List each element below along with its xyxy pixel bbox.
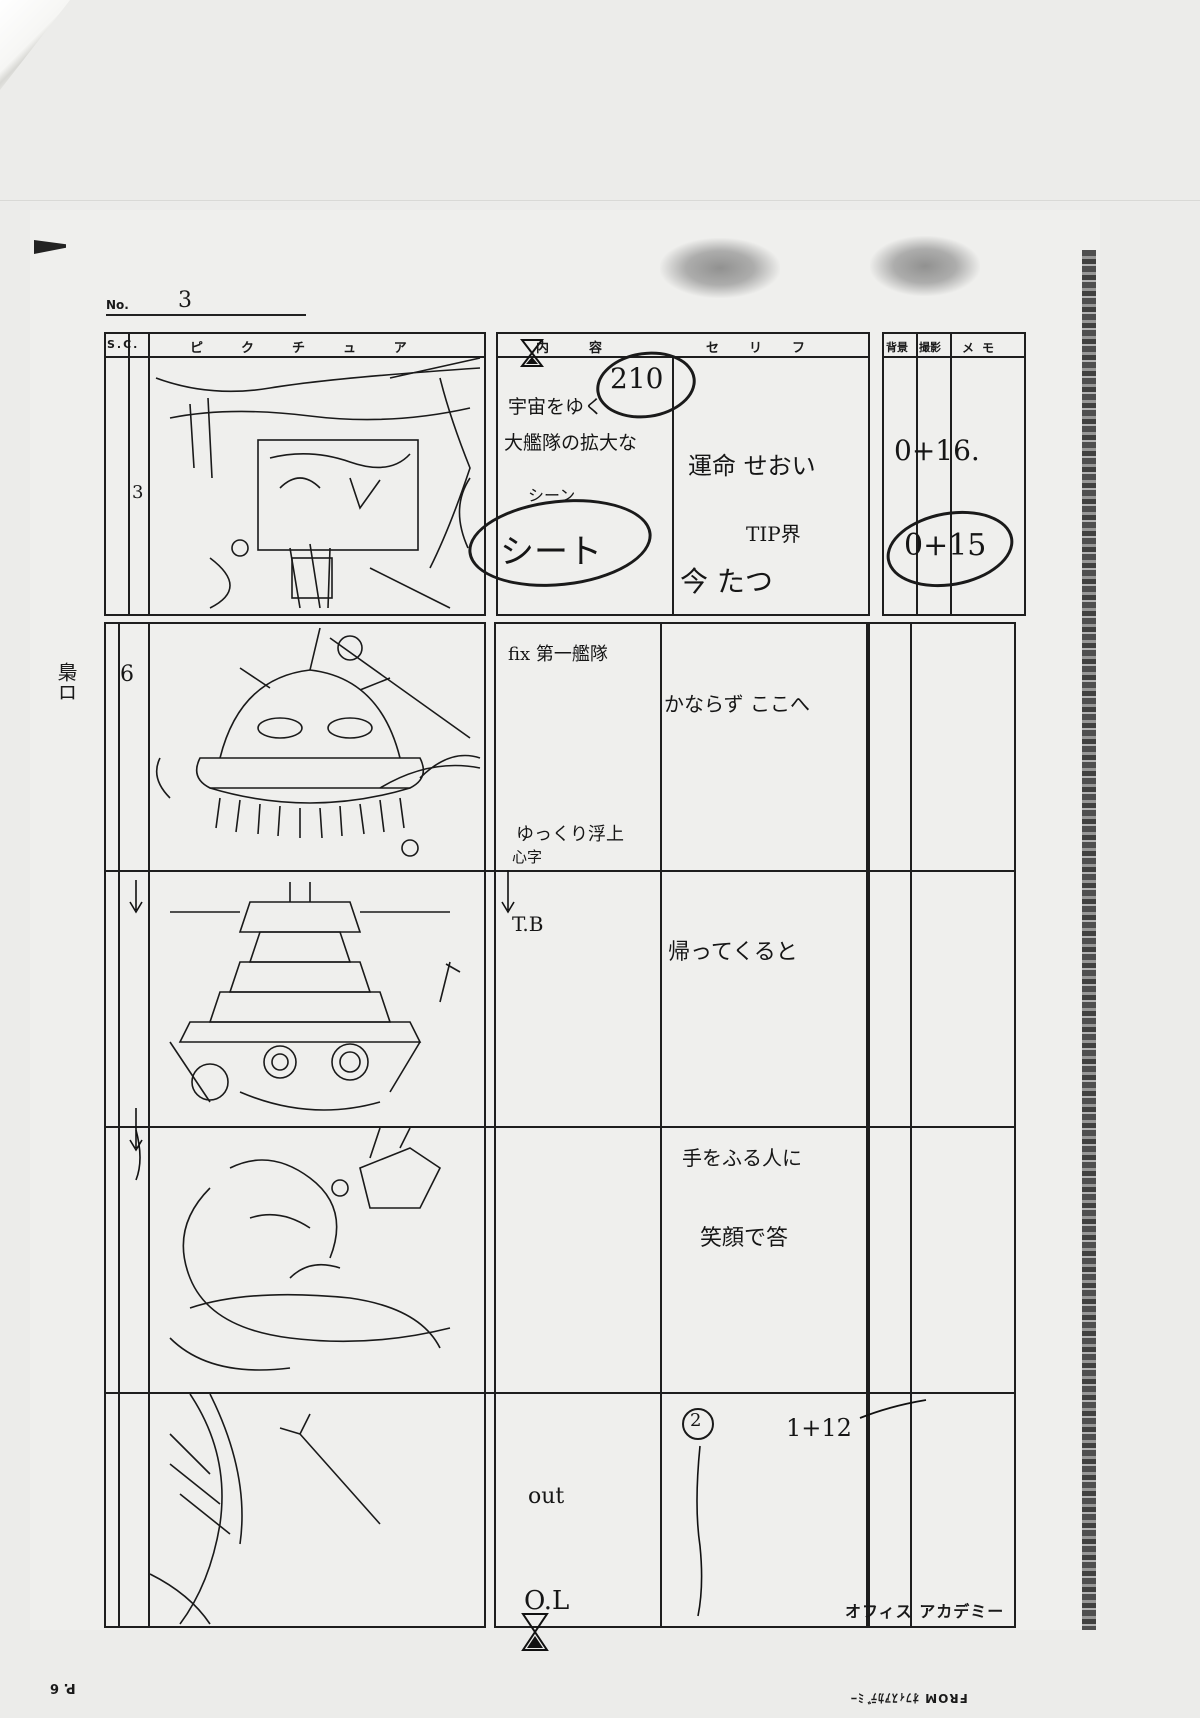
cut-1-sc-number: 3 (132, 482, 144, 503)
cut-7-sketch-tower (169, 882, 461, 1111)
row-divider (104, 870, 1016, 872)
cut-1-dialogue-line: TIP界 (746, 522, 801, 546)
header-sc: S.C. (107, 338, 140, 351)
cut-9-sketch-exit (149, 1393, 381, 1625)
header-divider (496, 356, 870, 358)
cut-1-memo-circled: 0+15 (904, 528, 987, 563)
cut-6-sketch-dome-ship (155, 627, 481, 857)
memo-column-frame-lower (866, 622, 1016, 1628)
row-divider (104, 1126, 1016, 1128)
header-content: 内容 (536, 341, 643, 356)
cut-1-memo: 0+16. (894, 434, 980, 467)
picture-column-frame (104, 332, 486, 616)
memo-column-frame (882, 332, 1026, 616)
transition-hourglass-icon (520, 339, 544, 367)
hold-line (696, 1445, 703, 1617)
sheet-number-label: No. (106, 298, 306, 316)
sc-divider (128, 332, 130, 616)
content-column-frame (496, 332, 870, 616)
sheet-number-value: 3 (178, 288, 192, 313)
cut-9-dialogue-circled: 2 (690, 1410, 702, 1431)
row-divider (104, 1392, 1016, 1394)
side-margin-note: 梟ロ (54, 662, 78, 702)
sc-divider (148, 332, 150, 616)
transition-hourglass-icon (521, 1613, 549, 1651)
toner-smear (660, 238, 780, 298)
cut-7-dialogue-line: 帰ってくると (668, 940, 798, 965)
picture-column-frame-lower (104, 622, 486, 1628)
content-dialogue-divider (672, 356, 674, 616)
memo-divider (950, 332, 952, 616)
cut-8-dialogue-line: 笑顔で答 (700, 1226, 789, 1251)
cut-6-sc-number: 6 (120, 662, 134, 687)
header-camera: 撮影 (919, 341, 941, 354)
cut-1-content-line: 宇宙をゆく (508, 396, 604, 418)
header-background: 背景 (886, 341, 908, 354)
cut-1-content-line: シーン (528, 486, 576, 505)
cut-1-dialogue-line: 運命 せおい (688, 452, 816, 480)
sc-divider (118, 622, 120, 1628)
header-dialogue: セリフ (706, 341, 836, 356)
page-curl (0, 0, 70, 90)
timing-arrow-icon (501, 870, 515, 914)
memo-divider (910, 622, 912, 1628)
header-divider (882, 356, 1026, 358)
cut-9-content-line: out (528, 1484, 565, 1509)
cut-9-dialogue-line: 1+12 (786, 1414, 852, 1442)
sc-divider (148, 622, 150, 1628)
cut-7-content-line: T.B (512, 912, 544, 936)
cut-1-dialogue-line: 今 たつ (680, 565, 773, 598)
cut-8-sketch-swirl (169, 1127, 451, 1371)
cut-6-content-line: ゆっくり浮上 (516, 824, 624, 845)
content-column-frame-lower (494, 622, 870, 1628)
header-divider (104, 356, 486, 358)
cut-6-content-line: fix 第一艦隊 (508, 644, 608, 665)
timing-arrows (129, 880, 143, 1181)
cut-9-content-line: O.L (524, 1586, 570, 1616)
cut-8-dialogue-line: 手をふる人に (682, 1146, 802, 1170)
cut-1-content-number: 210 (610, 362, 664, 395)
cut-1-content-line: 大艦隊の拡大な (504, 432, 638, 454)
cut-6-dialogue-line: かならず ここへ (664, 692, 810, 716)
circled-mark (682, 1408, 714, 1440)
header-picture: ピクチュア (190, 341, 445, 356)
fax-edge-smear (1082, 250, 1096, 1630)
cut-6-content-line: 心字 (512, 848, 543, 866)
studio-credit: オフィス アカデミー (845, 1602, 1005, 1621)
cut-1-sketch (155, 357, 481, 609)
content-dialogue-divider (660, 622, 662, 1628)
continuation-stroke (859, 1399, 927, 1419)
fax-page-number: P. 6 (50, 1680, 76, 1695)
header-memo: メモ (962, 341, 1003, 355)
cut-1-content-circled: シート (500, 532, 602, 572)
memo-divider (916, 332, 918, 616)
fax-header-line: FROM ｵﾌｨｽｱｶﾃﾞﾐｰ (850, 1691, 968, 1705)
fold-line (0, 200, 1200, 202)
toner-smear (870, 236, 980, 296)
